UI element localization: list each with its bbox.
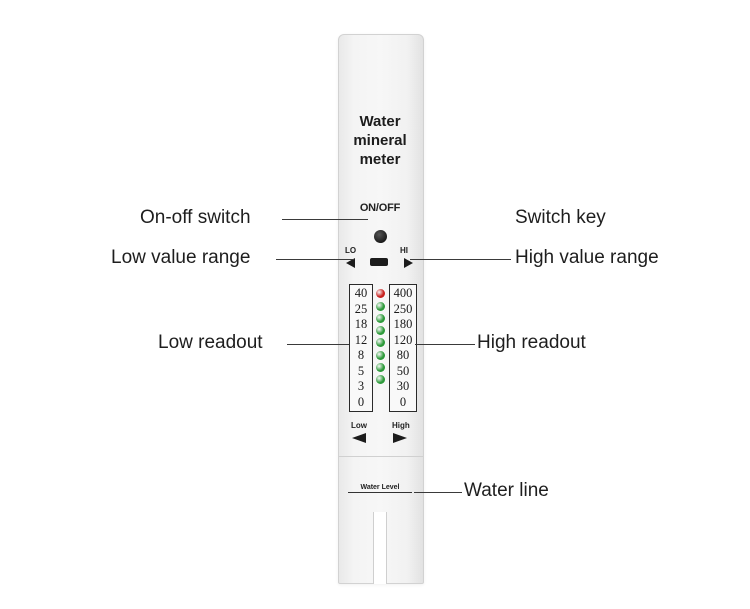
device-title: Water mineral meter [338, 112, 422, 169]
low-scale-value: 0 [357, 394, 365, 409]
led-green [375, 326, 385, 335]
callout-low-value-range: Low value range [111, 247, 251, 268]
range-slide-switch [370, 258, 388, 266]
low-scale-value: 5 [357, 363, 365, 378]
callout-high-value-range: High value range [515, 247, 659, 268]
high-scale: 400 250 180 120 80 50 30 0 [389, 286, 417, 410]
callout-on-off-switch: On-off switch [140, 207, 251, 228]
leader-low-value-range [276, 259, 354, 260]
callout-switch-key: Switch key [515, 207, 606, 228]
low-scale-value: 12 [354, 332, 368, 347]
high-scale-value: 250 [393, 301, 413, 316]
leader-low-readout [287, 344, 349, 345]
lo-label: LO [345, 246, 357, 255]
high-scale-value: 400 [393, 286, 413, 300]
high-scale-value: 80 [396, 348, 410, 362]
title-line-2: mineral [353, 132, 407, 149]
low-scale-frame [349, 284, 373, 412]
high-scale-value: 180 [393, 317, 413, 331]
high-scale-value: 30 [396, 379, 410, 393]
high-arrow-label: High [392, 421, 410, 430]
led-green [375, 375, 385, 384]
probe-slot [373, 512, 387, 584]
high-scale-value: 50 [396, 363, 410, 378]
title-line-3: meter [359, 151, 401, 168]
high-arrow-icon [393, 433, 407, 443]
low-scale: 40 25 18 12 8 5 3 0 [349, 286, 373, 410]
low-scale-value: 3 [357, 379, 365, 393]
water-level-line [348, 492, 412, 493]
low-scale-value: 25 [354, 301, 368, 316]
leader-on-off-switch [282, 219, 368, 220]
hi-arrow-icon [404, 258, 413, 268]
led-green [375, 313, 385, 323]
switch-key-button [374, 230, 387, 243]
cap-seam [339, 456, 423, 457]
led-green [375, 350, 385, 360]
leader-water-line [414, 492, 462, 493]
high-scale-frame [389, 284, 417, 412]
lo-arrow-icon [346, 258, 355, 268]
led-red [375, 289, 385, 299]
low-scale-value: 18 [354, 317, 368, 331]
led-green [375, 338, 385, 348]
callout-low-readout: Low readout [158, 332, 263, 353]
onoff-label: ON/OFF [359, 202, 401, 214]
callout-high-readout: High readout [477, 332, 586, 353]
water-level-label: Water Level [360, 484, 400, 491]
low-scale-value: 40 [354, 286, 368, 300]
leader-high-readout [415, 344, 475, 345]
led-green [375, 301, 385, 311]
title-line-1: Water [359, 113, 401, 130]
hi-label: HI [400, 246, 408, 255]
low-arrow-icon [352, 433, 366, 443]
callout-water-line: Water line [464, 480, 549, 501]
led-green [375, 362, 385, 372]
led-indicator-column [374, 286, 386, 387]
high-scale-value: 0 [399, 394, 407, 409]
high-scale-value: 120 [393, 332, 413, 347]
leader-high-value-range [410, 259, 511, 260]
low-scale-value: 8 [357, 348, 365, 362]
low-arrow-label: Low [351, 421, 367, 430]
